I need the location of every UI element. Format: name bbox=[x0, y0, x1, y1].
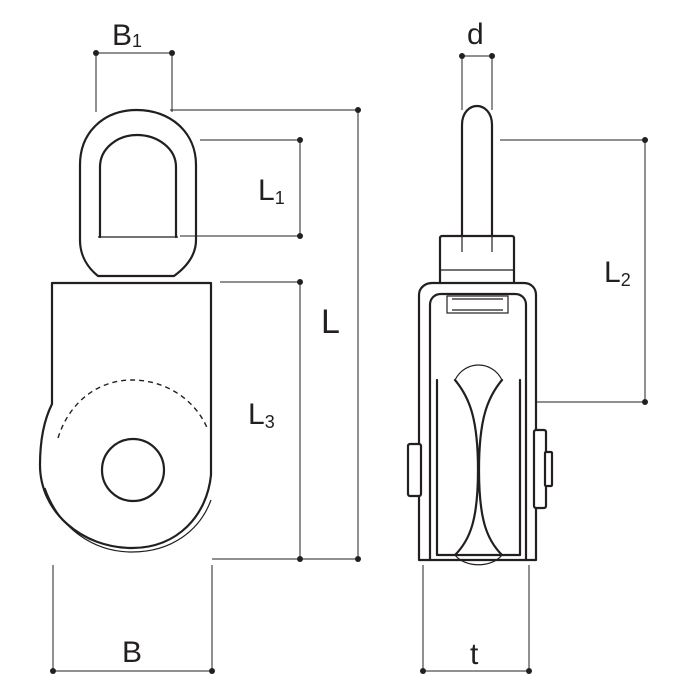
dimension-lines bbox=[50, 50, 648, 674]
front-view bbox=[38, 108, 213, 553]
axle-hole-front bbox=[100, 437, 166, 503]
side-view bbox=[406, 104, 554, 566]
dimension-label-t: t bbox=[470, 638, 479, 671]
axle-bolt-side bbox=[406, 428, 554, 510]
eye-bolt-side bbox=[460, 104, 494, 242]
dimension-label-b: B bbox=[122, 636, 142, 669]
sheave-side bbox=[435, 364, 522, 566]
dimension-label-l1: L1 bbox=[258, 174, 285, 208]
dimension-label-d: d bbox=[467, 18, 484, 51]
dimension-label-l3: L3 bbox=[248, 398, 275, 432]
swivel-eye-front bbox=[78, 108, 198, 278]
dimension-label-l: L bbox=[321, 303, 340, 341]
dimension-labels: B1 L1 L L3 B d L2 t bbox=[112, 18, 631, 671]
dimension-label-l2: L2 bbox=[604, 256, 631, 290]
dimension-label-b1: B1 bbox=[112, 19, 142, 52]
pulley-body-front bbox=[38, 281, 213, 553]
swivel-collar-side bbox=[438, 234, 516, 286]
housing-side bbox=[417, 281, 538, 562]
